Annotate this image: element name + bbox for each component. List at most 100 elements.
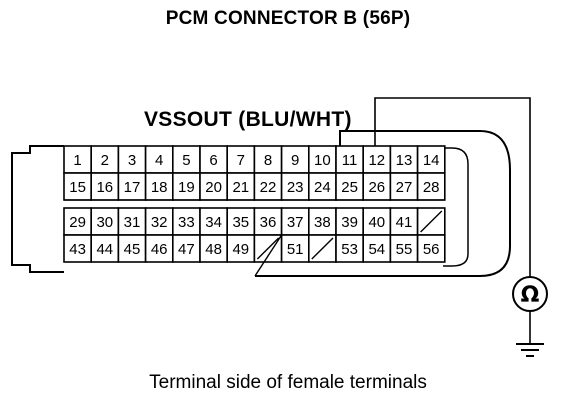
terminal-number: 3 <box>128 152 136 169</box>
terminal-cell: 46 <box>144 234 174 263</box>
connector-title: PCM CONNECTOR B (56P) <box>165 8 411 29</box>
terminal-cell <box>307 234 337 263</box>
terminal-number: 24 <box>314 179 331 196</box>
terminal-number: 40 <box>368 214 385 231</box>
terminal-cell: 1 <box>63 145 93 174</box>
terminal-cell: 17 <box>117 172 147 201</box>
terminal-number: 29 <box>69 214 86 231</box>
terminal-number: 31 <box>124 214 141 231</box>
terminal-number: 10 <box>314 152 331 169</box>
terminal-number: 22 <box>260 179 277 196</box>
terminal-number: 5 <box>182 152 190 169</box>
terminal-cell: 49 <box>226 234 256 263</box>
terminal-cell: 56 <box>416 234 446 263</box>
terminal-cell: 35 <box>226 207 256 236</box>
terminal-cell: 33 <box>172 207 201 236</box>
terminal-number: 2 <box>101 152 109 169</box>
terminal-cell: 6 <box>199 145 229 174</box>
terminal-number: 37 <box>287 214 304 231</box>
terminal-cell <box>416 207 446 236</box>
terminal-cell: 32 <box>144 207 174 236</box>
terminal-cell: 54 <box>362 234 392 263</box>
terminal-cell: 16 <box>90 172 120 201</box>
terminal-cell: 37 <box>280 207 310 236</box>
terminal-cell: 5 <box>172 145 201 174</box>
terminal-number: 27 <box>396 179 413 196</box>
test-lead-wire <box>374 97 531 277</box>
caption: Terminal side of female terminals <box>149 372 427 393</box>
terminal-cell: 53 <box>335 234 365 263</box>
terminal-cell: 26 <box>362 172 392 201</box>
terminal-number: 45 <box>124 241 141 258</box>
terminal-number: 49 <box>232 241 249 258</box>
terminal-cell: 48 <box>199 234 229 263</box>
terminal-cell: 30 <box>90 207 120 236</box>
terminal-number: 20 <box>205 179 222 196</box>
terminal-cell: 2 <box>90 145 120 174</box>
terminal-cell: 15 <box>63 172 93 201</box>
terminal-cell: 31 <box>117 207 147 236</box>
terminal-cell: 39 <box>335 207 365 236</box>
terminal-number: 35 <box>232 214 249 231</box>
terminal-number: 26 <box>368 179 385 196</box>
terminal-number: 44 <box>96 241 113 258</box>
terminal-number: 14 <box>423 152 440 169</box>
terminal-number: 43 <box>69 241 86 258</box>
terminal-number: 18 <box>151 179 168 196</box>
terminal-number: 36 <box>260 214 277 231</box>
terminal-number: 19 <box>178 179 195 196</box>
terminal-number: 28 <box>423 179 440 196</box>
terminal-cell: 51 <box>280 234 310 263</box>
terminal-cell: 4 <box>144 145 174 174</box>
terminal-number: 54 <box>368 241 385 258</box>
terminal-number: 39 <box>341 214 358 231</box>
terminal-number: 33 <box>178 214 195 231</box>
terminal-number: 23 <box>287 179 304 196</box>
terminal-cell: 20 <box>199 172 229 201</box>
terminal-cell: 12 <box>362 145 392 174</box>
terminal-number: 48 <box>205 241 222 258</box>
terminal-cell: 29 <box>63 207 93 236</box>
terminal-number: 56 <box>423 241 440 258</box>
terminal-cell: 18 <box>144 172 174 201</box>
terminal-number: 6 <box>209 152 217 169</box>
terminal-number: 13 <box>396 152 413 169</box>
terminal-cell: 23 <box>280 172 310 201</box>
ground-icon <box>516 343 544 357</box>
terminal-number: 7 <box>237 152 245 169</box>
terminal-cell: 9 <box>280 145 310 174</box>
terminal-number: 25 <box>341 179 358 196</box>
terminal-number: 12 <box>368 152 385 169</box>
terminal-cell: 3 <box>117 145 147 174</box>
connector-shroud <box>255 130 511 277</box>
terminal-cell: 34 <box>199 207 229 236</box>
terminal-number: 46 <box>151 241 168 258</box>
connector-inner-edge <box>443 147 469 267</box>
terminal-cell: 7 <box>226 145 256 174</box>
terminal-cell: 43 <box>63 234 93 263</box>
terminal-cell: 22 <box>253 172 283 201</box>
terminal-number: 15 <box>69 179 86 196</box>
terminal-cell: 38 <box>307 207 337 236</box>
terminal-cell: 45 <box>117 234 147 263</box>
terminal-cell: 47 <box>172 234 201 263</box>
terminal-number: 4 <box>155 152 163 169</box>
terminal-number: 41 <box>396 214 413 231</box>
terminal-number: 16 <box>96 179 113 196</box>
terminal-cell: 21 <box>226 172 256 201</box>
terminal-cell <box>253 234 283 263</box>
terminal-number: 17 <box>124 179 141 196</box>
terminal-number: 55 <box>396 241 413 258</box>
signal-label: VSSOUT (BLU/WHT) <box>144 108 352 131</box>
terminal-cell: 28 <box>416 172 446 201</box>
terminal-cell: 40 <box>362 207 392 236</box>
terminal-number: 8 <box>264 152 272 169</box>
terminal-number: 34 <box>205 214 222 231</box>
terminal-number: 21 <box>232 179 249 196</box>
connector-body <box>11 145 64 273</box>
terminal-cell: 27 <box>389 172 419 201</box>
terminal-number: 47 <box>178 241 195 258</box>
terminal-cell: 10 <box>307 145 337 174</box>
